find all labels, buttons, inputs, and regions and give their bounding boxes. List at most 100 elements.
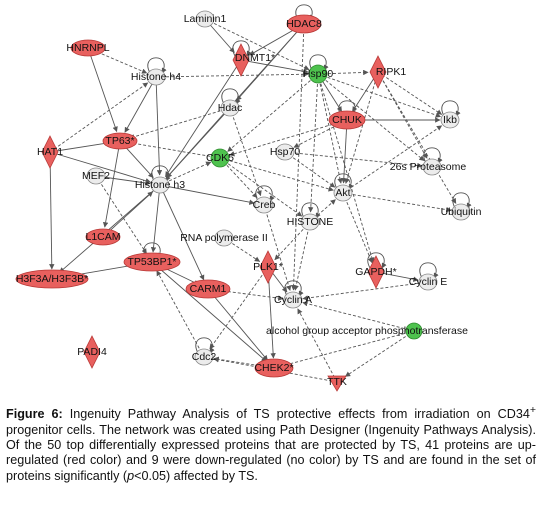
- node-hdac8: [286, 14, 322, 34]
- edge-alcohol-chek2: [283, 330, 415, 367]
- node-histoneh3: [150, 176, 170, 194]
- node-label-histoneh4: Histone h4: [130, 71, 182, 83]
- node-label-alcohol: alcohol group acceptor phosphotransferas…: [266, 325, 468, 337]
- edge-laminin1-hsp90: [204, 18, 310, 71]
- node-ripk1: [369, 55, 387, 89]
- edge-akt-ubiquitin: [342, 192, 452, 213]
- node-rnapol: [214, 229, 234, 247]
- edge-histoneh3-tp53bp1: [150, 184, 161, 253]
- edge-ripk1-ikb: [377, 71, 443, 115]
- node-label-carm1: CARM1: [189, 283, 227, 295]
- edge-hdac-creb: [229, 107, 262, 197]
- node-label-hat1: HAT1: [36, 146, 64, 158]
- node-label-plk1: PLK1*: [253, 261, 283, 273]
- node-label-hdac: Hdac: [217, 102, 243, 114]
- node-cyclina: [283, 291, 303, 309]
- caption-text-1: Ingenuity Pathway Analysis of TS protect…: [62, 407, 530, 422]
- edge-l1cam-histoneh3: [102, 191, 154, 238]
- node-padi4: [83, 335, 101, 369]
- edge-alcohol-ttk: [344, 330, 415, 377]
- edge-chuk-akt: [341, 119, 348, 184]
- node-label-mef2: MEF2: [81, 170, 111, 182]
- node-alcohol: [405, 322, 423, 340]
- edge-histone-plk1: [274, 221, 311, 261]
- node-dnmt1: [232, 43, 250, 77]
- edge-hdac-histoneh3: [166, 107, 231, 179]
- edge-histoneh4-histoneh3: [155, 76, 163, 176]
- edge-ripk1-akt: [344, 71, 379, 184]
- node-label-ubiquitin: Ubiquitin: [440, 206, 482, 218]
- nodes-layer: [15, 10, 471, 392]
- self-loop-ikb: [441, 100, 461, 117]
- node-label-hsp90: Hsp90: [302, 68, 334, 80]
- self-loop-histoneh3: [151, 165, 171, 182]
- edge-dnmt1-histoneh3: [165, 59, 242, 178]
- caption-figure-label: Figure 6:: [6, 407, 63, 422]
- self-loop-creb: [255, 185, 275, 202]
- edge-tp63-l1cam: [102, 140, 121, 228]
- edge-histone-cyclina: [293, 221, 311, 291]
- edge-chuk-cdk5: [229, 119, 348, 157]
- node-ttk: [327, 375, 347, 392]
- edge-ripk1-ubiquitin: [377, 71, 457, 204]
- self-loop-dnmt1: [232, 40, 252, 57]
- edge-plk1-cdc2: [209, 266, 269, 350]
- node-laminin1: [195, 10, 215, 28]
- node-gapdh: [367, 255, 385, 289]
- edge-hsp90-ripk1: [317, 69, 369, 76]
- node-cycline: [418, 273, 438, 291]
- node-label-hnrnpl: HNRNPL: [66, 42, 110, 54]
- edge-dnmt1-hsp90: [240, 59, 309, 74]
- node-chuk: [328, 110, 366, 130]
- self-loop-akt: [334, 173, 354, 190]
- node-label-cycline: Cyclin E: [408, 276, 448, 288]
- node-mef2: [86, 167, 106, 185]
- edge-mef2-tp53bp1: [95, 175, 147, 255]
- node-tp53bp1: [123, 252, 181, 272]
- edge-cdk5-akt: [219, 157, 334, 192]
- edge-hsp90-akt: [317, 73, 343, 184]
- edge-hdac8-hdac: [236, 23, 305, 101]
- edge-tp53bp1-chek2: [151, 261, 267, 362]
- caption-text-3: <0.05) affected by TS.: [134, 468, 258, 483]
- node-label-chuk: CHUK: [332, 114, 362, 126]
- edge-histoneh3-creb: [159, 184, 255, 205]
- edge-carm1-chek2: [207, 288, 268, 361]
- edge-hsp70-akt: [284, 151, 336, 188]
- node-ubiquitin: [451, 203, 471, 221]
- caption-text-2: progenitor cells. The network was create…: [6, 422, 536, 483]
- self-loop-proteasome: [423, 147, 443, 164]
- edge-histoneh4-tp63: [124, 76, 157, 133]
- edge-hdac-tp63: [129, 107, 231, 140]
- edge-hdac8-cyclina: [290, 23, 305, 291]
- edge-histoneh4-hsp90: [155, 71, 309, 78]
- self-loop-hdac8: [295, 4, 315, 21]
- edge-hsp90-gapdh: [317, 73, 375, 263]
- edge-hsp90-histone: [308, 73, 319, 213]
- self-loop-chuk: [338, 100, 358, 117]
- node-label-histone: HISTONE: [286, 216, 334, 228]
- node-label-gapdh: GAPDH*: [355, 266, 397, 278]
- edge-hnrnpl-tp63: [87, 47, 118, 133]
- node-label-ikb: Ikb: [442, 114, 458, 126]
- node-label-akt: Akt: [335, 187, 351, 199]
- caption-superscript: +: [529, 404, 536, 416]
- edge-hat1-h3f3a: [49, 151, 55, 270]
- self-loop-hdac: [221, 88, 241, 105]
- node-proteasome: [422, 158, 442, 176]
- edge-histoneh3-h3f3a: [59, 184, 161, 273]
- node-hsp90: [308, 64, 328, 84]
- node-label-hsp70: Hsp70: [269, 146, 301, 158]
- node-label-tp53bp1: TP53BP1*: [127, 256, 177, 268]
- self-loop-ubiquitin: [452, 192, 472, 209]
- node-label-ripk1: RIPK1: [375, 66, 407, 78]
- edges-layer: [49, 4, 472, 383]
- figure-caption: Figure 6: Ingenuity Pathway Analysis of …: [6, 403, 536, 484]
- node-label-ttk: TTK: [327, 376, 347, 388]
- node-label-cdk5: CDK5: [205, 152, 235, 164]
- node-label-chek2: CHEK2*: [254, 362, 294, 374]
- node-label-dnmt1: DNMT1*: [234, 52, 276, 64]
- edge-plk1-chek2: [267, 266, 276, 359]
- edge-ripk1-proteasome: [377, 71, 428, 159]
